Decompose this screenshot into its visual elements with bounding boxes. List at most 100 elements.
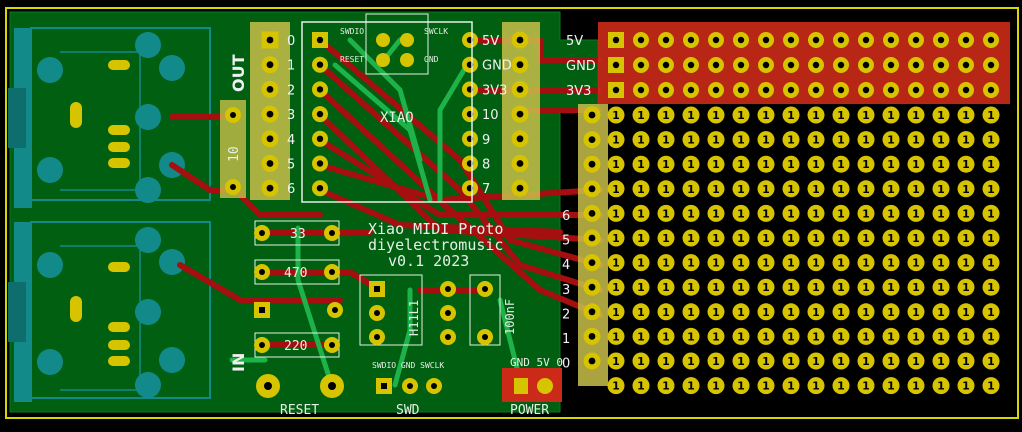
proto-pad bbox=[707, 155, 725, 173]
proto-pad-number: 1 bbox=[787, 306, 795, 319]
proto-pad-number: 1 bbox=[662, 330, 670, 343]
proto-pad-number: 1 bbox=[912, 257, 920, 270]
proto-pad bbox=[982, 204, 1000, 222]
proto-pad bbox=[632, 204, 650, 222]
proto-pad bbox=[707, 303, 725, 321]
swd-label: SWD bbox=[396, 403, 420, 418]
proto-pad-number: 1 bbox=[737, 183, 745, 196]
proto-pad bbox=[857, 254, 875, 272]
rail-pad bbox=[858, 82, 874, 98]
proto-pad bbox=[807, 180, 825, 198]
proto-pad-number: 1 bbox=[787, 380, 795, 393]
proto-pad-number: 1 bbox=[987, 158, 995, 171]
proto-pad-number: 1 bbox=[787, 330, 795, 343]
out-header-pad bbox=[261, 130, 279, 148]
proto-pad-number: 1 bbox=[737, 232, 745, 245]
proto-pad bbox=[732, 254, 750, 272]
proto-pad bbox=[982, 131, 1000, 149]
left-header-number: 1 bbox=[287, 59, 295, 74]
proto-pad bbox=[707, 180, 725, 198]
proto-pad-number: 1 bbox=[612, 281, 620, 294]
proto-pad bbox=[657, 180, 675, 198]
proto-pad-number: 1 bbox=[662, 109, 670, 122]
proto-pad-number: 1 bbox=[962, 306, 970, 319]
proto-pad-number: 1 bbox=[812, 109, 820, 122]
proto-pad-number: 1 bbox=[962, 330, 970, 343]
proto-pad bbox=[932, 278, 950, 296]
proto-pad bbox=[782, 180, 800, 198]
proto-pad-number: 1 bbox=[887, 281, 895, 294]
resistor-33-label: 33 bbox=[290, 227, 306, 242]
proto-pad bbox=[857, 229, 875, 247]
proto-pad-number: 1 bbox=[837, 355, 845, 368]
rail-pad bbox=[933, 82, 949, 98]
proto-pad-number: 1 bbox=[787, 134, 795, 147]
right-header-label: 3V3 bbox=[482, 83, 507, 98]
proto-pad bbox=[807, 204, 825, 222]
proto-pad-number: 1 bbox=[862, 330, 870, 343]
xiao-right-pad bbox=[462, 180, 478, 197]
right-header-label: 9 bbox=[482, 133, 490, 148]
rail-pad bbox=[808, 32, 824, 48]
proto-pad bbox=[882, 106, 900, 124]
out-header-pad bbox=[261, 56, 279, 74]
proto-pad bbox=[957, 229, 975, 247]
proto-pad-number: 1 bbox=[862, 109, 870, 122]
proto-pad bbox=[857, 278, 875, 296]
proto-pad bbox=[882, 377, 900, 395]
proto-pad-number: 1 bbox=[762, 355, 770, 368]
rail-pad bbox=[633, 32, 649, 48]
board-outline bbox=[5, 7, 1019, 419]
proto-pad bbox=[682, 180, 700, 198]
proto-pad bbox=[707, 131, 725, 149]
strip-number: 5 bbox=[562, 234, 570, 249]
proto-pad bbox=[657, 229, 675, 247]
proto-pad bbox=[857, 352, 875, 370]
proto-pad-number: 1 bbox=[937, 134, 945, 147]
rail-pad bbox=[733, 32, 749, 48]
proto-pad-number: 1 bbox=[937, 380, 945, 393]
proto-pad-number: 1 bbox=[662, 306, 670, 319]
reset-label: RESET bbox=[280, 403, 319, 418]
proto-pad-number: 1 bbox=[737, 134, 745, 147]
proto-pad-number: 1 bbox=[987, 183, 995, 196]
proto-pad bbox=[707, 106, 725, 124]
proto-pad bbox=[657, 254, 675, 272]
proto-pad-number: 1 bbox=[812, 232, 820, 245]
proto-pad-number: 1 bbox=[787, 207, 795, 220]
proto-pad bbox=[782, 254, 800, 272]
rail-pad bbox=[858, 57, 874, 73]
proto-pad bbox=[957, 352, 975, 370]
strip-pad bbox=[583, 229, 601, 247]
proto-pad bbox=[757, 327, 775, 345]
proto-pad bbox=[632, 229, 650, 247]
strip-pad bbox=[583, 352, 601, 370]
proto-pad bbox=[882, 180, 900, 198]
proto-pad-number: 1 bbox=[962, 232, 970, 245]
rail-pad bbox=[683, 32, 699, 48]
proto-pad bbox=[657, 278, 675, 296]
proto-pad-number: 1 bbox=[937, 109, 945, 122]
rail-pad bbox=[708, 82, 724, 98]
proto-pad bbox=[807, 155, 825, 173]
rail-pad bbox=[658, 57, 674, 73]
strip-number: 6 bbox=[562, 209, 570, 224]
proto-pad-number: 1 bbox=[637, 158, 645, 171]
proto-pad-number: 1 bbox=[687, 232, 695, 245]
gnd-5v-0-label: GND 5V 0 bbox=[510, 356, 563, 369]
rail-pad bbox=[608, 32, 624, 48]
xiao-header-pad bbox=[511, 179, 529, 197]
rail-pad bbox=[808, 82, 824, 98]
board-title-line-1: Xiao MIDI Proto bbox=[368, 220, 503, 238]
proto-pad-number: 1 bbox=[612, 134, 620, 147]
rail-pad bbox=[658, 32, 674, 48]
opto-label: H11L1 bbox=[407, 300, 421, 336]
proto-pad-number: 1 bbox=[712, 257, 720, 270]
proto-pad-number: 1 bbox=[812, 306, 820, 319]
out-header-pad bbox=[261, 179, 279, 197]
proto-pad-number: 1 bbox=[937, 183, 945, 196]
proto-pad bbox=[982, 327, 1000, 345]
proto-pad-number: 1 bbox=[837, 306, 845, 319]
proto-pad bbox=[657, 155, 675, 173]
